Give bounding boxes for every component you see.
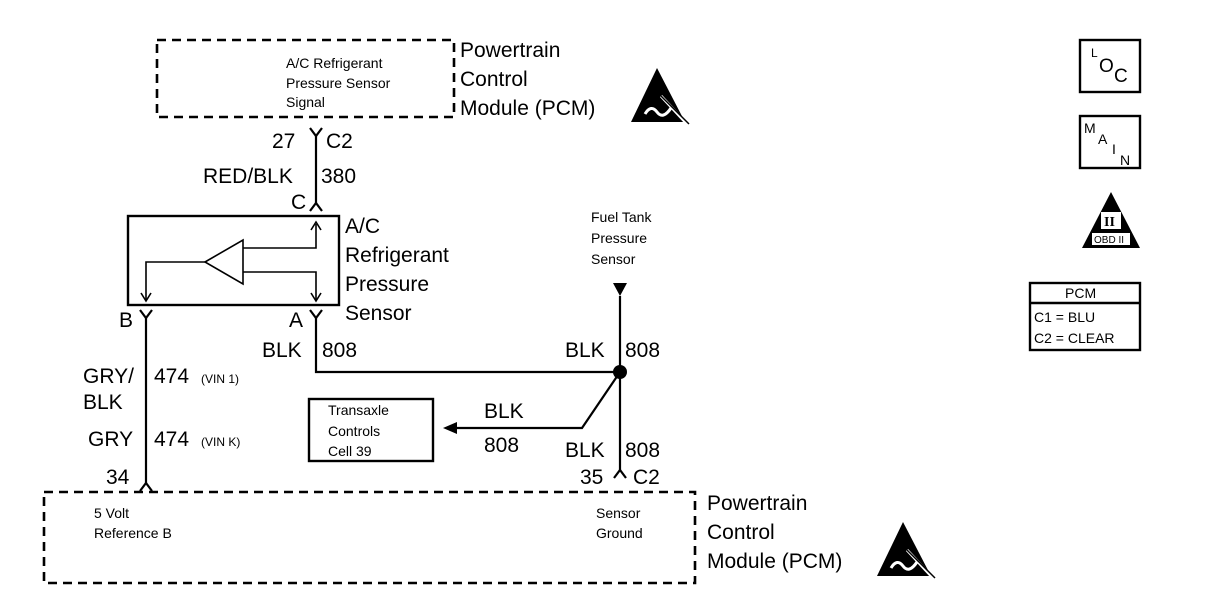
transaxle-line-1: Transaxle [328,402,389,418]
pcm-ground-wire-circuit: 808 [625,439,660,462]
loc-icon: L O C [1078,38,1142,94]
transaxle-ground-wire [455,371,621,430]
fuel-wire-circuit: 808 [625,339,660,362]
sensor-name-3: Pressure [345,273,429,296]
obd-ii-icon: II OBD II [1082,192,1140,248]
loc-icon-letter-o: O [1099,56,1114,77]
transaxle-wire-circuit: 808 [484,434,519,457]
main-icon-letter-i: I [1112,141,1116,157]
signal-wire-color: RED/BLK [203,165,293,188]
pcm-bottom-right-connector: C2 [633,466,660,489]
signal-wire-circuit: 380 [321,165,356,188]
bottom-pcm-name-1: Powertrain [707,492,807,515]
fuel-tank-sensor-name-3: Sensor [591,251,636,267]
sensor-name-1: A/C [345,215,380,238]
transaxle-line-2: Controls [328,423,380,439]
pcm-bottom-left-pin: 34 [106,466,130,489]
top-pcm-signal-label-1: A/C Refrigerant [286,55,383,71]
main-icon-letter-a: A [1098,131,1108,147]
bottom-pcm-name-3: Module (PCM) [707,550,842,573]
pcm-legend-line-1: C1 = BLU [1034,309,1095,325]
sensor-name-2: Refrigerant [345,244,449,267]
sensor-name-4: Sensor [345,302,412,325]
top-pcm-signal-label-3: Signal [286,94,325,110]
sensor-internal-signal [243,224,317,249]
pcm-legend-line-2: C2 = CLEAR [1034,330,1115,346]
bottom-pcm-name-2: Control [707,521,775,544]
bottom-pcm-ref-label-1: 5 Volt [94,505,129,521]
bottom-pcm-ref-label-2: Reference B [94,525,172,541]
esd-warning-icon [877,522,936,580]
sensor-internal-ground [243,271,317,300]
obd-ii-label: OBD II [1094,235,1124,246]
pcm-connector-legend: PCM C1 = BLU C2 = CLEAR [1028,281,1142,352]
fuel-tank-sensor-terminal [613,283,627,296]
ref-wire-circuit-2: 474 [154,428,189,451]
bottom-pcm-module: 5 Volt Reference B Sensor Ground Powertr… [42,490,936,585]
sensor-a-terminal [309,309,323,320]
sensor-b-terminal [139,309,153,320]
ref-wire-vin-2: (VIN K) [201,435,240,449]
ref-wire-circuit-1: 474 [154,365,189,388]
obd-ii-numeral: II [1104,215,1115,230]
fuel-tank-sensor-name-1: Fuel Tank [591,209,652,225]
main-icon-letter-m: M [1084,120,1096,136]
loc-icon-letter-l: L [1091,46,1098,60]
pcm-top-terminal-symbol [309,127,323,138]
fuel-wire-color: BLK [565,339,605,362]
main-icon: M A I N [1078,114,1142,170]
ref-wire-color-2: GRY [88,428,133,451]
sensor-connector-a: A [289,309,303,332]
bottom-pcm-ground-label-2: Ground [596,525,643,541]
transaxle-wire-color: BLK [484,400,524,423]
ac-sensor-box [126,214,341,307]
transaxle-controls-box [307,397,435,463]
sensor-connector-b: B [119,309,133,332]
ac-pressure-sensor: A/C Refrigerant Pressure Sensor [126,214,449,325]
bottom-pcm-ground-label-1: Sensor [596,505,641,521]
pcm-pin-35-terminal [613,468,627,479]
top-pcm-module: A/C Refrigerant Pressure Sensor Signal P… [155,38,690,126]
ground-a-wire-color: BLK [262,339,302,362]
pcm-top-connector: C2 [326,130,353,153]
pcm-pin-34-terminal [139,481,153,492]
top-pcm-signal-label-2: Pressure Sensor [286,75,391,91]
ref-wire-color-1a: GRY/ [83,365,134,388]
sensor-ground-wire [314,318,620,374]
transaxle-line-3: Cell 39 [328,443,372,459]
top-pcm-name-1: Powertrain [460,39,560,62]
pcm-legend-header: PCM [1065,285,1096,301]
transaxle-arrow [443,422,457,434]
amplifier-symbol [203,238,244,286]
sensor-connector-c: C [291,191,306,214]
sensor-c-terminal [309,201,323,212]
sensor-internal-ref [145,261,205,300]
ref-wire-color-1b: BLK [83,391,123,414]
loc-icon-letter-c: C [1114,66,1128,87]
fuel-tank-sensor-name-2: Pressure [591,230,647,246]
pcm-ground-wire-color: BLK [565,439,605,462]
bottom-pcm-dashed-box [42,490,697,585]
top-pcm-dashed-box [155,38,456,119]
main-icon-letter-n: N [1120,152,1130,168]
pcm-bottom-right-pin: 35 [580,466,603,489]
esd-warning-icon [631,68,690,126]
ref-wire-vin-1: (VIN 1) [201,372,239,386]
ground-a-wire-circuit: 808 [322,339,357,362]
top-pcm-name-2: Control [460,68,528,91]
top-pcm-name-3: Module (PCM) [460,97,595,120]
pcm-top-pin-number: 27 [272,130,295,153]
